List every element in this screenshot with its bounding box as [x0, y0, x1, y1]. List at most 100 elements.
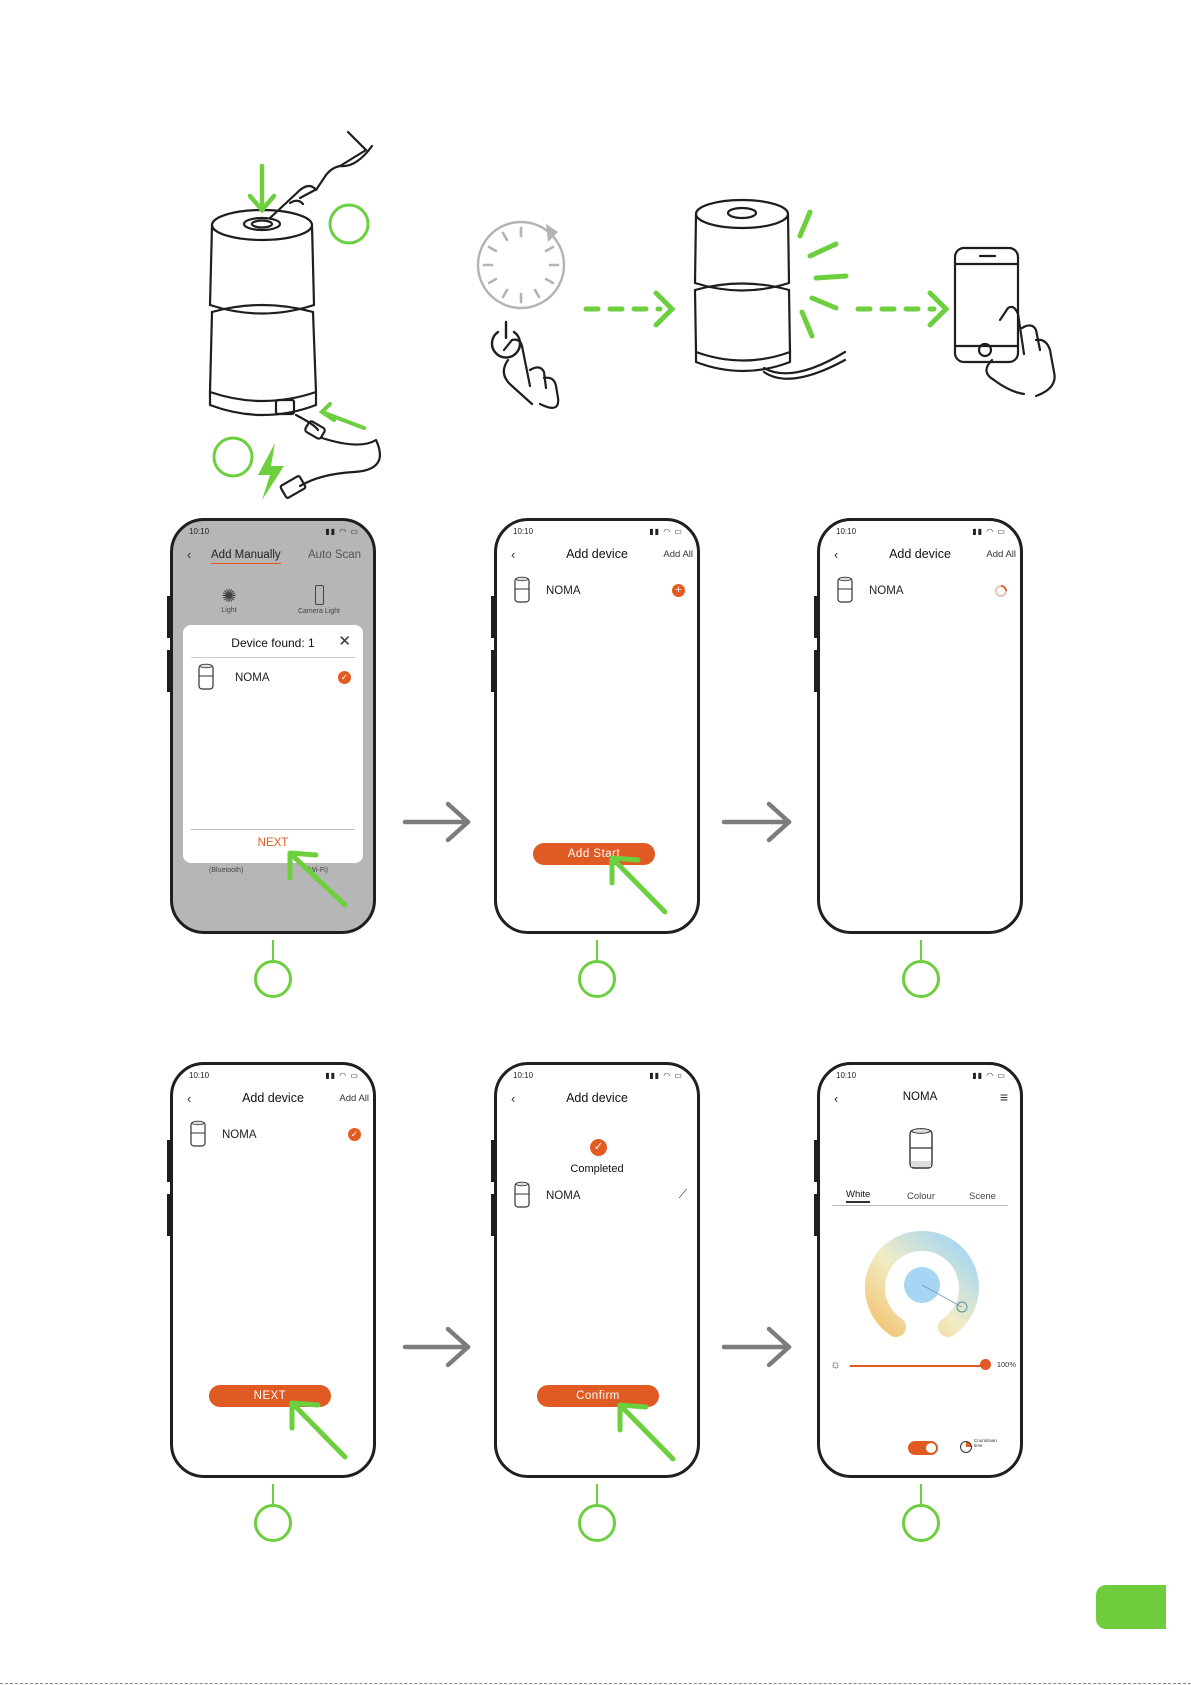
connection-label-right: (Wi-Fi)	[307, 867, 328, 874]
side-button	[814, 650, 817, 692]
grey-flow-arrow	[402, 801, 471, 843]
device-row[interactable]: NOMA ✓	[187, 1120, 363, 1150]
page-title: Add device	[566, 547, 628, 561]
tab-add-manually[interactable]: Add Manually	[211, 549, 281, 564]
device-row: NOMA ⟋	[511, 1181, 687, 1211]
add-all-link[interactable]: Add All	[663, 549, 693, 560]
clock-icon	[476, 220, 566, 310]
lamp-illustration-1	[208, 208, 318, 417]
phone-screen-3: 10:10 ▮▮ ◠ ▭ ‹ Add device Add All NOMA	[817, 518, 1023, 934]
side-button	[167, 1194, 170, 1236]
lamp-icon	[514, 1181, 530, 1208]
brightness-slider[interactable]	[850, 1365, 986, 1367]
status-icons: ▮▮ ◠ ▭	[325, 527, 359, 536]
side-button	[491, 1194, 494, 1236]
add-all-link[interactable]: Add All	[339, 1093, 369, 1104]
status-time: 10:10	[513, 527, 534, 536]
countdown-label: Countdown time	[974, 1438, 997, 1448]
back-icon[interactable]: ‹	[187, 547, 192, 562]
phone-screen-6: 10:10 ▮▮ ◠ ▭ ‹ NOMA ≡ White Colour Scene…	[817, 1062, 1023, 1478]
step-circle	[578, 960, 616, 998]
header: ‹ Add device Add All	[820, 545, 1020, 569]
hand-press-illustration	[268, 130, 374, 220]
step-marker-stem	[920, 940, 922, 960]
brightness-knob[interactable]	[980, 1359, 991, 1370]
step-circle	[902, 1504, 940, 1542]
back-icon[interactable]: ‹	[834, 547, 839, 562]
page-title: NOMA	[902, 1091, 938, 1103]
page-edge	[0, 1683, 1191, 1685]
side-button	[167, 650, 170, 692]
plug-arrow	[318, 402, 366, 430]
lamp-icon	[190, 1120, 206, 1147]
check-icon: ✓	[348, 1128, 361, 1141]
color-temperature-wheel[interactable]	[856, 1229, 986, 1349]
loading-icon	[995, 585, 1007, 597]
green-dashed-arrow	[583, 290, 676, 328]
status-time: 10:10	[836, 527, 857, 536]
status-time: 10:10	[513, 1071, 534, 1080]
usb-cable-illustration	[279, 413, 381, 499]
light-icon: ✺	[221, 586, 237, 606]
plus-icon[interactable]: +	[672, 584, 685, 597]
wheel-handle[interactable]	[956, 1301, 968, 1313]
back-icon[interactable]: ‹	[187, 1091, 192, 1106]
step-marker-stem	[596, 1484, 598, 1504]
completed-label: Completed	[570, 1163, 624, 1175]
close-icon[interactable]: ✕	[338, 633, 351, 650]
status-icons: ▮▮ ◠ ▭	[649, 527, 683, 536]
device-row[interactable]: NOMA ✓	[195, 663, 355, 693]
category-light: ✺ Light	[209, 585, 249, 614]
page-title: Add device	[566, 1091, 628, 1105]
page-title: Add device	[889, 547, 951, 561]
menu-icon[interactable]: ≡	[999, 1089, 1008, 1105]
header: ‹ Add device Add All	[497, 545, 697, 569]
device-row[interactable]: NOMA +	[511, 576, 687, 606]
confirm-button[interactable]: Confirm	[537, 1385, 659, 1407]
step-marker-stem	[920, 1484, 922, 1504]
tab-scene[interactable]: Scene	[969, 1191, 996, 1202]
device-row: NOMA	[834, 576, 1010, 606]
phone-screen-1: 10:10 ▮▮ ◠ ▭ ‹ Add Manually Auto Scan ✺ …	[170, 518, 376, 934]
step-marker-stem	[272, 1484, 274, 1504]
step-circle	[578, 1504, 616, 1542]
divider	[191, 829, 355, 830]
power-toggle[interactable]	[908, 1441, 938, 1455]
side-button	[491, 650, 494, 692]
status-bar: 10:10 ▮▮ ◠ ▭	[189, 527, 359, 539]
step-circle	[212, 436, 254, 478]
step-circle	[254, 960, 292, 998]
header: ‹ Add device Add All	[173, 1089, 373, 1113]
status-time: 10:10	[189, 1071, 210, 1080]
brightness-value: 100%	[996, 1360, 1016, 1369]
tab-white[interactable]: White	[846, 1189, 871, 1203]
page-title: Add device	[242, 1091, 304, 1105]
lamp-icon	[837, 576, 853, 603]
status-time: 10:10	[189, 527, 210, 536]
status-icons: ▮▮ ◠ ▭	[972, 527, 1006, 536]
step-marker-stem	[272, 940, 274, 960]
next-button[interactable]: NEXT	[209, 1385, 331, 1407]
back-icon[interactable]: ‹	[511, 547, 516, 562]
device-found-modal: Device found: 1 ✕ NOMA ✓ NEXT	[183, 625, 363, 863]
status-bar: 10:10 ▮▮ ◠ ▭	[513, 527, 683, 539]
check-icon: ✓	[590, 1139, 607, 1156]
add-start-button[interactable]: Add Start	[533, 843, 655, 865]
phone-screen-2: 10:10 ▮▮ ◠ ▭ ‹ Add device Add All NOMA +…	[494, 518, 700, 934]
side-button	[814, 1194, 817, 1236]
lamp-icon	[909, 1128, 933, 1169]
header: ‹ Add device	[497, 1089, 697, 1113]
countdown-icon[interactable]	[960, 1441, 972, 1453]
connection-label-left: (Bluetooth)	[209, 867, 244, 874]
header: ‹ Add Manually Auto Scan	[173, 545, 373, 569]
back-icon[interactable]: ‹	[511, 1091, 516, 1106]
back-icon[interactable]: ‹	[834, 1091, 839, 1106]
add-all-link[interactable]: Add All	[986, 549, 1016, 560]
edit-icon[interactable]: ⟋	[678, 1187, 687, 1201]
phone-in-hand-illustration	[953, 246, 1056, 398]
status-icons: ▮▮ ◠ ▭	[972, 1071, 1006, 1080]
next-button[interactable]: NEXT	[257, 837, 289, 849]
tab-auto-scan[interactable]: Auto Scan	[308, 549, 362, 561]
tab-colour[interactable]: Colour	[907, 1191, 935, 1202]
step-circle	[254, 1504, 292, 1542]
